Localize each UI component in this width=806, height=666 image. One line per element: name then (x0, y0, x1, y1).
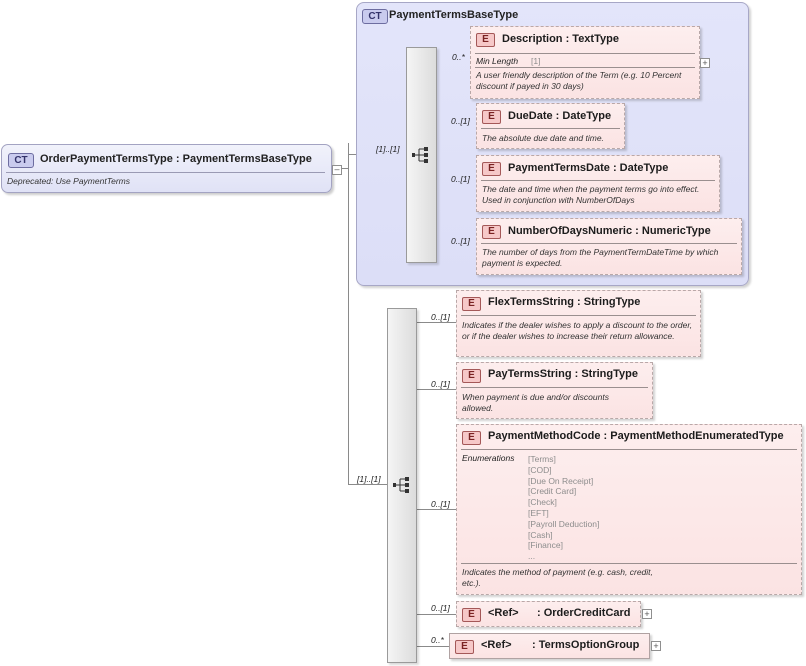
divider (481, 128, 620, 129)
element-doc: Indicates the method of payment (e.g. ca… (462, 567, 653, 588)
base-type-title: PaymentTermsBaseType (389, 9, 519, 21)
cardinality-label: [1]..[1] (357, 474, 381, 484)
sequence-compositor-base[interactable] (406, 47, 437, 263)
element-title: NumberOfDaysNumeric : NumericType (508, 225, 711, 237)
plus-expand-icon[interactable]: + (642, 609, 652, 619)
complex-type-box[interactable]: CT OrderPaymentTermsType : PaymentTermsB… (1, 144, 332, 193)
enumeration-list: [Terms] [COD] [Due On Receipt] [Credit C… (528, 454, 599, 562)
divider (461, 387, 648, 388)
cardinality-label: [1]..[1] (376, 144, 400, 154)
enumeration-value: [Payroll Deduction] (528, 518, 600, 529)
cardinality-label: 0..[1] (451, 236, 470, 246)
element-icon: E (476, 33, 495, 47)
divider (475, 67, 695, 68)
element-icon: E (482, 110, 501, 124)
enumeration-value: [Terms] (528, 454, 556, 464)
element-title: : OrderCreditCard (537, 607, 631, 619)
element-title: PaymentTermsDate : DateType (508, 162, 669, 174)
element-icon: E (462, 608, 481, 622)
element-title: Description : TextType (502, 33, 619, 45)
element-flex-terms-string[interactable]: E FlexTermsString : StringType Indicates… (456, 290, 701, 357)
cardinality-label: 0..* (431, 635, 444, 645)
enumeration-value: [COD] (528, 464, 552, 475)
enumeration-value: ... (528, 551, 536, 562)
cardinality-label: 0..* (452, 52, 465, 62)
cardinality-label: 0..[1] (451, 116, 470, 126)
element-icon: E (482, 225, 501, 239)
ref-label: <Ref> (481, 639, 512, 651)
sequence-compositor-icon (393, 477, 409, 493)
enumeration-value: [Due On Receipt] (528, 475, 594, 486)
element-title: PaymentMethodCode : PaymentMethodEnumera… (488, 430, 784, 442)
element-icon: E (455, 640, 474, 654)
divider (481, 243, 737, 244)
element-title: FlexTermsString : StringType (488, 296, 641, 308)
cardinality-label: 0..[1] (431, 379, 450, 389)
element-icon: E (482, 162, 501, 176)
divider (461, 315, 696, 316)
plus-expand-icon[interactable]: + (700, 58, 710, 68)
element-payment-method-code[interactable]: E PaymentMethodCode : PaymentMethodEnume… (456, 424, 802, 595)
element-number-of-days[interactable]: E NumberOfDaysNumeric : NumericType The … (476, 218, 742, 275)
element-title: PayTermsString : StringType (488, 368, 638, 380)
cardinality-label: 0..[1] (431, 603, 450, 613)
cardinality-label: 0..[1] (431, 312, 450, 322)
element-due-date[interactable]: E DueDate : DateType The absolute due da… (476, 103, 625, 149)
element-title: : TermsOptionGroup (532, 639, 640, 651)
element-doc: When payment is due and/or discounts all… (462, 392, 609, 413)
element-ref-order-credit-card[interactable]: E <Ref> : OrderCreditCard (456, 601, 641, 627)
element-doc: The number of days from the PaymentTermD… (482, 247, 719, 268)
enumeration-value: [EFT] (528, 507, 549, 518)
facet-label: Enumerations (462, 453, 515, 463)
element-description[interactable]: E Description : TextType Min Length [1] … (470, 26, 700, 99)
enumeration-value: [Credit Card] (528, 486, 577, 497)
element-icon: E (462, 297, 481, 311)
complex-type-icon: CT (8, 153, 34, 168)
element-doc: Indicates if the dealer wishes to apply … (462, 320, 693, 341)
cardinality-label: 0..[1] (431, 499, 450, 509)
element-doc: The date and time when the payment terms… (482, 184, 700, 205)
element-icon: E (462, 369, 481, 383)
complex-type-doc: Deprecated: Use PaymentTerms (7, 176, 130, 186)
facet-label: Min Length (476, 56, 519, 66)
cardinality-label: 0..[1] (451, 174, 470, 184)
element-pay-terms-string[interactable]: E PayTermsString : StringType When payme… (456, 362, 653, 419)
complex-type-title: OrderPaymentTermsType : PaymentTermsBase… (40, 153, 312, 165)
element-icon: E (462, 431, 481, 445)
sequence-compositor-icon (412, 147, 428, 163)
divider (461, 563, 797, 564)
enumeration-value: [Check] (528, 497, 557, 508)
divider (475, 53, 695, 54)
enumeration-value: [Cash] (528, 529, 553, 540)
element-title: DueDate : DateType (508, 110, 612, 122)
ref-label: <Ref> (488, 607, 519, 619)
minus-collapse-icon[interactable]: – (332, 165, 342, 175)
enumeration-value: [Finance] (528, 540, 563, 551)
group-ref-terms-option-group[interactable]: E <Ref> : TermsOptionGroup (449, 633, 650, 659)
sequence-compositor-extension[interactable] (387, 308, 417, 663)
plus-expand-icon[interactable]: + (651, 641, 661, 651)
divider (6, 172, 325, 173)
element-payment-terms-date[interactable]: E PaymentTermsDate : DateType The date a… (476, 155, 720, 212)
element-doc: A user friendly description of the Term … (476, 70, 682, 91)
divider (461, 449, 797, 450)
element-doc: The absolute due date and time. (482, 133, 604, 143)
facet-value: [1] (531, 56, 541, 66)
complex-type-icon: CT (362, 9, 388, 24)
divider (481, 180, 715, 181)
